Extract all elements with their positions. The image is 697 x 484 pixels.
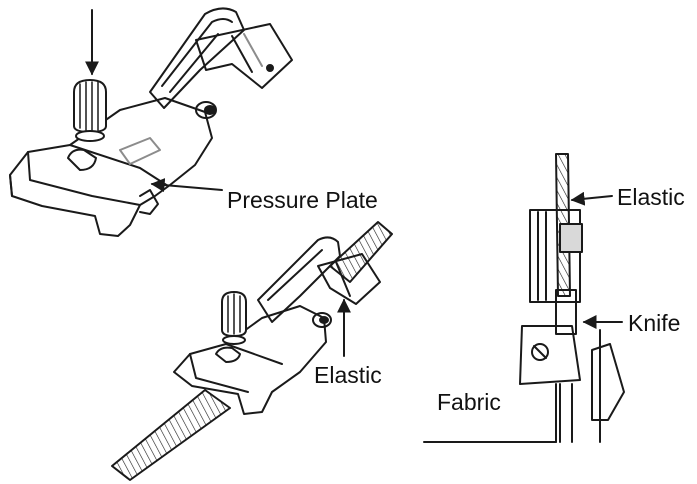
pressure-plate-arrow [150, 178, 223, 193]
cross-section [423, 153, 625, 443]
pressure-plate-label: Pressure Plate [227, 187, 378, 213]
top-foot-plate [9, 97, 213, 237]
elastic-tape-upper [329, 221, 393, 283]
cross-knife-blade [591, 343, 625, 421]
middle-presser-foot [111, 221, 393, 481]
knife-label: Knife [628, 310, 681, 336]
top-foot-slot [67, 148, 97, 171]
top-foot-ankle [195, 23, 293, 89]
top-presser-foot [9, 7, 293, 237]
elastic-right-label: Elastic [617, 184, 685, 210]
fabric-label: Fabric [437, 389, 501, 415]
top-foot-screw [73, 79, 107, 142]
elastic-tape-lower [111, 389, 231, 481]
elastic-right-arrow [570, 191, 613, 206]
top-foot-arm [149, 7, 245, 109]
cross-lower-block [519, 325, 581, 385]
elastic-center-label: Elastic [314, 362, 382, 388]
